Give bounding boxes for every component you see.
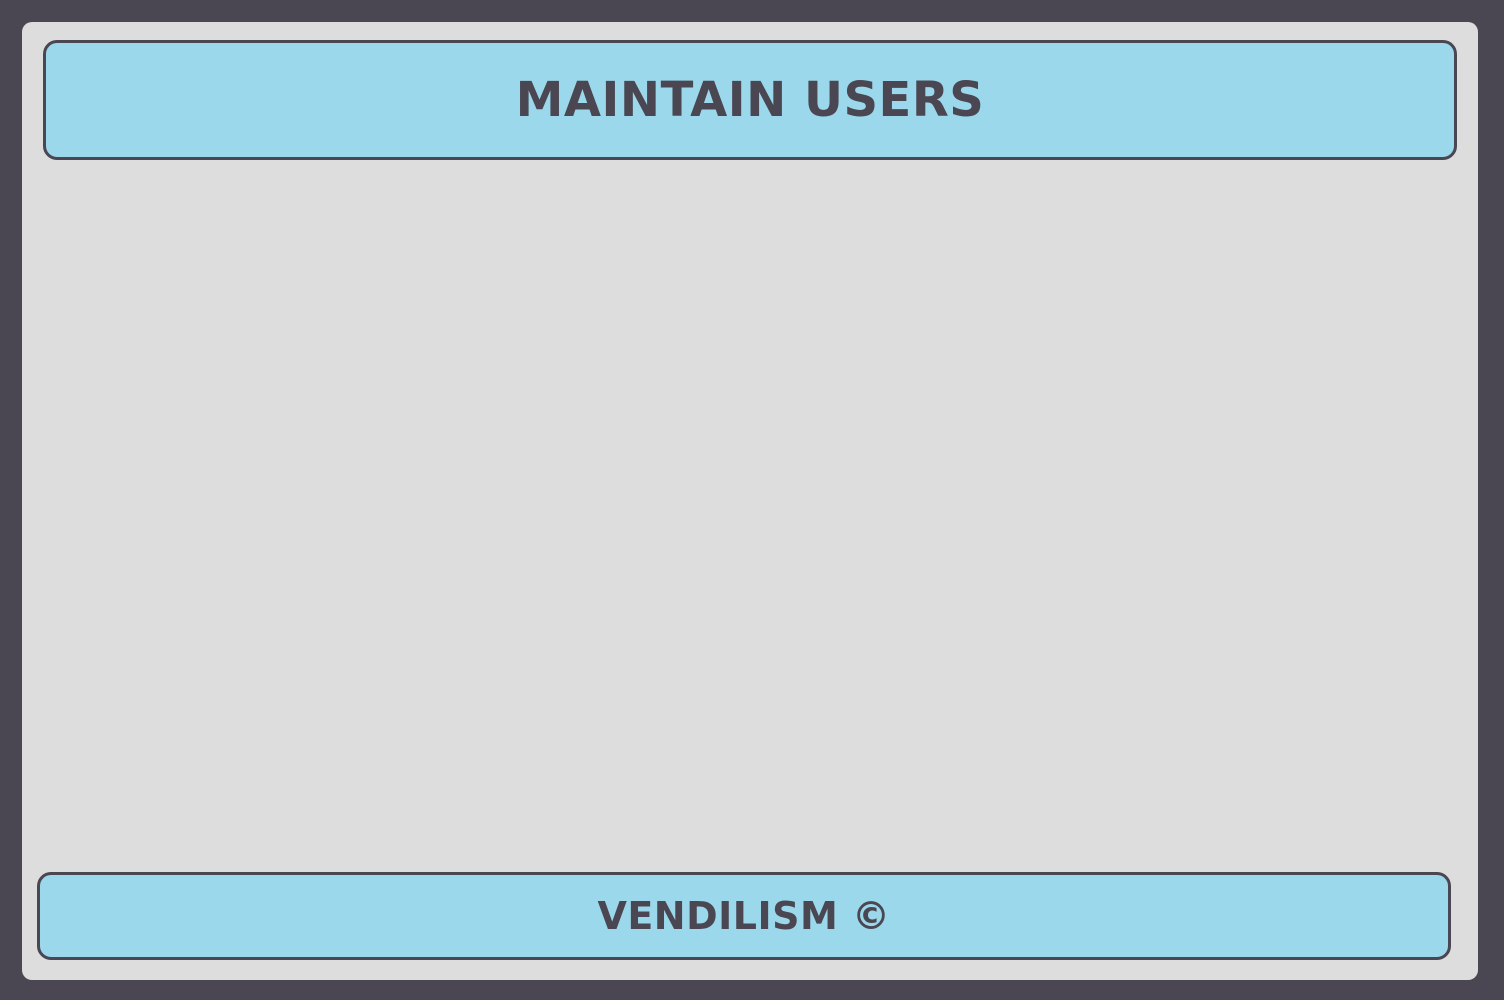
- footer-banner: VENDILISM ©: [37, 872, 1451, 960]
- app-window: MAINTAIN USERS VENDILISM ©: [22, 22, 1478, 980]
- main-content-area: [43, 162, 1457, 867]
- page-title: MAINTAIN USERS: [515, 72, 985, 128]
- header-banner: MAINTAIN USERS: [43, 40, 1457, 160]
- copyright-text: VENDILISM ©: [597, 894, 891, 938]
